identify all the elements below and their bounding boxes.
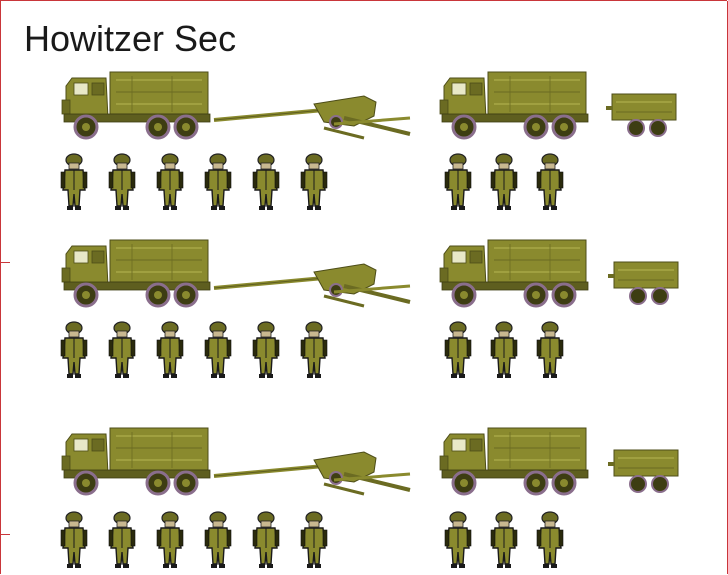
prime-mover-truck	[62, 240, 210, 306]
soldier	[537, 322, 563, 378]
ammo-truck	[440, 240, 588, 306]
soldier	[157, 154, 183, 210]
gun-crew	[61, 512, 327, 568]
ammo-trailer	[606, 94, 676, 136]
soldier	[301, 322, 327, 378]
row-2	[61, 240, 678, 378]
soldier	[445, 322, 471, 378]
soldier	[253, 322, 279, 378]
soldier	[109, 154, 135, 210]
soldier	[491, 512, 517, 568]
ammo-truck	[440, 72, 588, 138]
soldier	[301, 154, 327, 210]
prime-mover-truck	[62, 428, 210, 494]
soldier	[109, 512, 135, 568]
soldier	[301, 512, 327, 568]
prime-mover-truck	[62, 72, 210, 138]
ammo-crew	[445, 512, 563, 568]
ammo-trailer	[608, 262, 678, 304]
soldier	[109, 322, 135, 378]
soldier	[205, 512, 231, 568]
soldier	[205, 154, 231, 210]
soldier	[445, 154, 471, 210]
towed-howitzer	[214, 264, 410, 306]
gun-crew	[61, 322, 327, 378]
soldier	[157, 322, 183, 378]
soldier	[253, 512, 279, 568]
soldier	[537, 512, 563, 568]
soldier	[205, 322, 231, 378]
ammo-crew	[445, 154, 563, 210]
soldier	[537, 154, 563, 210]
soldier	[253, 154, 279, 210]
ammo-trailer	[608, 450, 678, 492]
soldier	[61, 322, 87, 378]
soldier	[157, 512, 183, 568]
row-3	[61, 428, 678, 568]
towed-howitzer	[214, 452, 410, 494]
ammo-truck	[440, 428, 588, 494]
soldier	[491, 154, 517, 210]
towed-howitzer	[214, 96, 410, 138]
soldier	[491, 322, 517, 378]
row-1	[61, 72, 676, 210]
soldier	[61, 512, 87, 568]
gun-crew	[61, 154, 327, 210]
soldier	[445, 512, 471, 568]
ammo-crew	[445, 322, 563, 378]
soldier	[61, 154, 87, 210]
